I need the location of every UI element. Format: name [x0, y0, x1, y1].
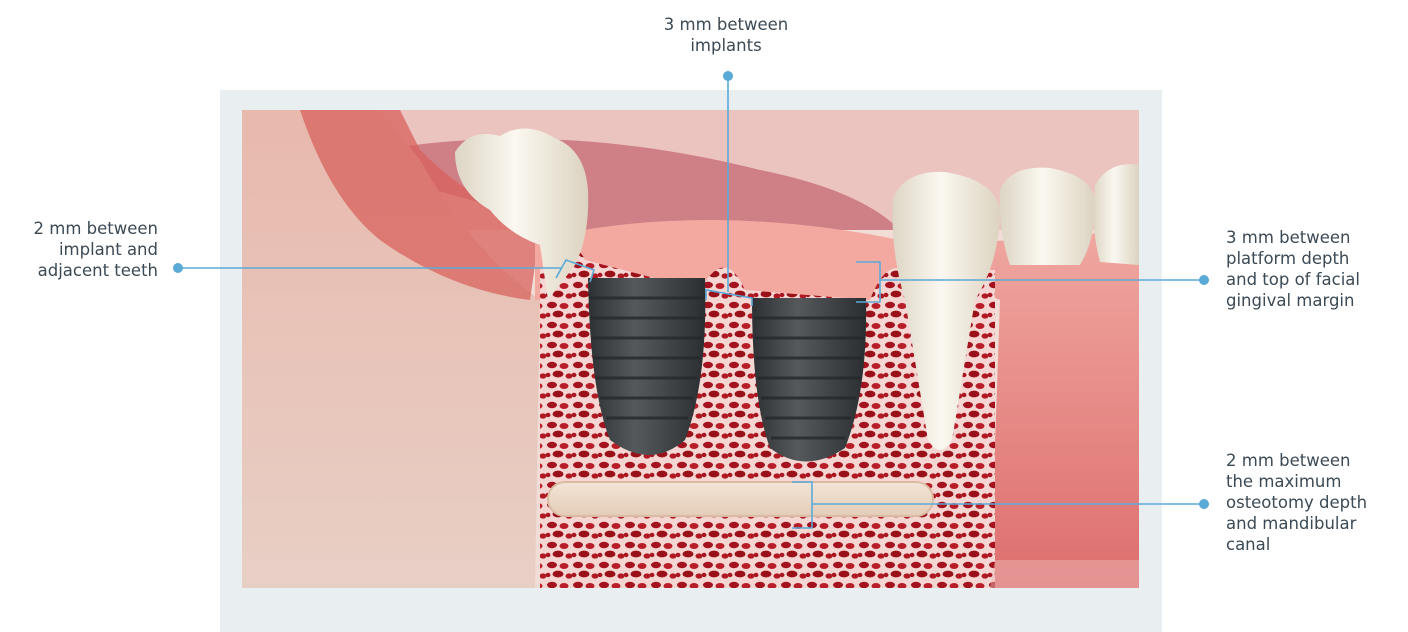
- callout-dot-implants: [723, 71, 733, 81]
- label-canal-gap: 2 mm between the maximum osteotomy depth…: [1226, 450, 1408, 555]
- callout-dot-platform-depth: [1199, 275, 1209, 285]
- callout-dot-adjacent-teeth: [173, 263, 183, 273]
- mandibular-canal: [548, 482, 933, 516]
- label-platform-depth: 3 mm between platform depth and top of f…: [1226, 227, 1408, 311]
- tooth-right-3: [1093, 164, 1139, 265]
- callout-dot-canal: [1199, 499, 1209, 509]
- label-implants-gap: 3 mm between implants: [620, 14, 832, 56]
- label-implant-teeth-gap: 2 mm between implant and adjacent teeth: [0, 218, 158, 281]
- implant-right: [752, 298, 866, 462]
- skin-bottom-right: [990, 560, 1139, 588]
- tooth-right-2: [1000, 168, 1095, 265]
